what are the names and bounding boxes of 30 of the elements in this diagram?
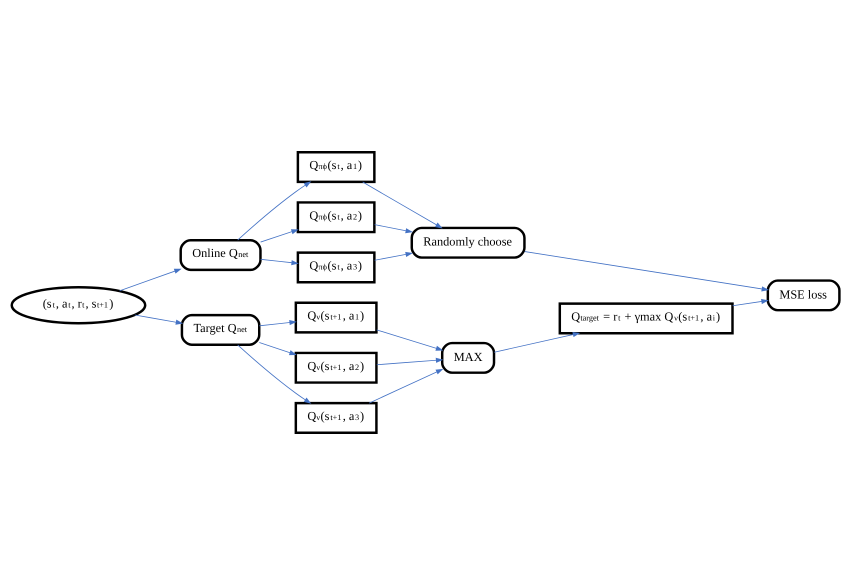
- node-box: MAX: [440, 341, 496, 374]
- node-box: Qπϕ(st, a1): [296, 150, 376, 183]
- node-box: Qν(st+1, a2): [294, 351, 378, 384]
- arrow: [258, 342, 297, 355]
- arrow: [524, 250, 769, 291]
- arrow: [119, 268, 182, 291]
- node-box: MSE loss: [766, 278, 841, 311]
- node-box: Qπϕ(st, a2): [296, 200, 376, 233]
- arrow: [374, 251, 413, 260]
- arrow: [494, 332, 580, 352]
- arrow: [368, 368, 444, 403]
- node-box: Qν(st+1, a1): [294, 301, 378, 334]
- arrow: [237, 180, 312, 240]
- arrow: [260, 228, 299, 242]
- arrow: [732, 298, 769, 306]
- arrow: [260, 258, 299, 265]
- arrow: [362, 181, 443, 228]
- node-box: Qν(st+1, a3): [294, 401, 378, 434]
- node-box: Qtarget = rt + γmax Qν(st+1, ai): [558, 302, 734, 334]
- arrow: [376, 357, 444, 365]
- node-ellipse: (st, at, rt, st+1): [10, 286, 146, 324]
- node-box: Qπϕ(st, a3): [296, 250, 376, 283]
- node-box: Target Qnet: [180, 313, 260, 346]
- arrow: [237, 344, 312, 404]
- arrow: [134, 314, 184, 324]
- node-box: Online Qnet: [179, 238, 262, 271]
- arrow: [376, 328, 444, 350]
- arrow: [258, 319, 297, 326]
- node-box: Randomly choose: [410, 226, 526, 258]
- arrow: [374, 224, 413, 233]
